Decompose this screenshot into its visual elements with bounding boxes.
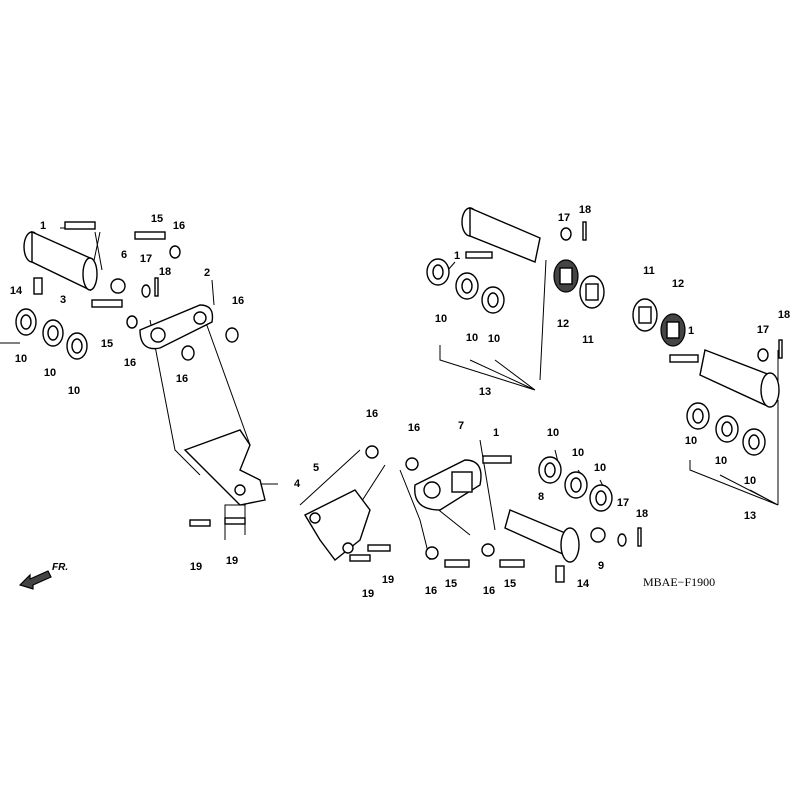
callout: 18: [159, 266, 171, 278]
callout: 19: [382, 574, 394, 586]
callout: 16: [173, 220, 185, 232]
callout: 13: [479, 386, 491, 398]
callout: 16: [232, 295, 244, 307]
callout: 16: [408, 422, 420, 434]
callout-labels: 1 15 16 6 17 18 2 14 3 15 16 10 10 10 16…: [10, 204, 790, 600]
callout: 6: [121, 249, 127, 261]
callout: 16: [366, 408, 378, 420]
callout: 10: [547, 427, 559, 439]
callout: 16: [425, 585, 437, 597]
callout: 2: [204, 267, 210, 279]
left-footpeg: [23, 221, 98, 295]
left-bracket-2: [139, 304, 214, 350]
callout: 10: [572, 447, 584, 459]
center-plate-7: [365, 445, 525, 568]
callout: 14: [10, 285, 23, 297]
callout: 10: [15, 353, 27, 365]
callout: 18: [778, 309, 790, 321]
callout: 1: [493, 427, 499, 439]
callout: 1: [454, 250, 460, 262]
center-footpeg-8: [504, 509, 642, 583]
center-rollers: [538, 456, 613, 512]
callout: 19: [226, 555, 238, 567]
callout: 3: [60, 294, 66, 306]
callout: 12: [557, 318, 569, 330]
callout: 9: [598, 560, 604, 572]
left-bracket-4: [183, 429, 266, 527]
left-fasteners: [91, 231, 239, 361]
callout: 1: [688, 325, 694, 337]
callout: 17: [140, 253, 152, 265]
callout: 5: [313, 462, 319, 474]
callout: 10: [466, 332, 478, 344]
callout: 15: [445, 578, 457, 590]
callout: 15: [151, 213, 163, 225]
center-bracket-5: [304, 489, 391, 562]
callout: 16: [483, 585, 495, 597]
callout: 7: [458, 420, 464, 432]
callout: 10: [435, 313, 447, 325]
callout: 18: [636, 508, 648, 520]
callout: 4: [294, 478, 301, 490]
callout: 18: [579, 204, 591, 216]
callout: 11: [582, 334, 594, 346]
callout: 10: [715, 455, 727, 467]
callout: 10: [68, 385, 80, 397]
callout: 13: [744, 510, 756, 522]
callout: 10: [488, 333, 500, 345]
callout: 10: [685, 435, 697, 447]
callout: 8: [538, 491, 544, 503]
callout: 1: [40, 220, 46, 232]
callout: 17: [617, 497, 629, 509]
callout: 10: [744, 475, 756, 487]
front-label: FR.: [52, 562, 68, 573]
callout: 15: [504, 578, 516, 590]
callout: 10: [44, 367, 56, 379]
callout: 19: [190, 561, 202, 573]
callout: 19: [362, 588, 374, 600]
diagram-code: MBAE−F1900: [643, 575, 715, 589]
upper-footpeg: [426, 206, 605, 314]
leader-lines: [0, 227, 779, 561]
callout: 11: [643, 265, 655, 277]
callout: 17: [757, 324, 769, 336]
callout: 16: [176, 373, 188, 385]
callout: 14: [577, 578, 590, 590]
right-footpeg: [632, 298, 783, 456]
left-rollers: [15, 308, 88, 360]
callout: 16: [124, 357, 136, 369]
callout: 10: [594, 462, 606, 474]
callout: 15: [101, 338, 113, 350]
front-direction-arrow: FR.: [18, 562, 68, 590]
callout: 17: [558, 212, 570, 224]
callout: 12: [672, 278, 684, 290]
